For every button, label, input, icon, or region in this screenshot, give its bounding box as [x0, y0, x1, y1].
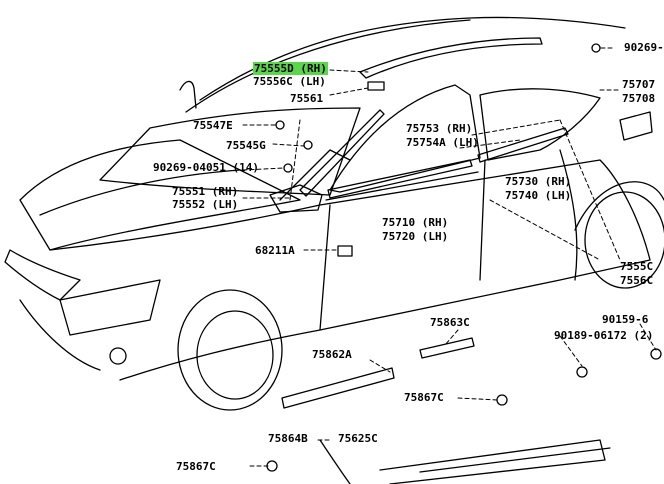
label-75730: 75730 (RH) — [505, 175, 572, 188]
label-90159: 90159-6 — [602, 313, 649, 326]
label-75864b: 75864B — [268, 432, 308, 445]
label-75552: 75552 (LH) — [172, 198, 239, 211]
part-75561 — [367, 81, 385, 91]
label-75551: 75551 (RH) — [172, 185, 239, 198]
label-75862a: 75862A — [312, 348, 352, 361]
clip-75547e — [275, 120, 285, 130]
label-75555d: 75555D (RH) — [253, 62, 328, 75]
part-75862a-strip — [281, 367, 395, 409]
pillar-garnish — [299, 109, 385, 197]
front-door-window — [329, 84, 481, 193]
clip-90269-top — [591, 43, 601, 53]
grille — [59, 279, 161, 336]
rear-wheel — [584, 191, 664, 289]
label-75625c: 75625C — [338, 432, 378, 445]
fuel-door — [619, 111, 653, 141]
part-75863c-strip — [419, 337, 475, 359]
label-75710: 75710 (RH) — [382, 216, 449, 229]
rear-door-window — [479, 88, 601, 161]
label-75867c-mid: 75867C — [404, 391, 444, 404]
label-75556c: 75556C (LH) — [253, 75, 326, 88]
label-75708: 75708 — [622, 92, 656, 105]
label-75863c: 75863C — [430, 316, 470, 329]
pillar-bar — [279, 149, 351, 201]
label-68211a: 68211A — [255, 244, 295, 257]
roof-outline — [199, 16, 626, 101]
fog-light — [109, 347, 127, 365]
clip-75545g — [303, 140, 313, 150]
belt-molding-rear — [477, 127, 569, 163]
part-75625c-strip — [319, 439, 351, 484]
door-molding-front — [325, 171, 479, 201]
label-7556c: 7556C — [620, 274, 654, 287]
rear-wheel-arch — [574, 181, 664, 231]
rocker-panel — [379, 439, 606, 484]
clip-90269-04051 — [283, 163, 293, 173]
part-68211a — [337, 245, 353, 257]
belt-molding-front — [327, 159, 473, 199]
label-90189: 90189-06172 (2) — [554, 329, 654, 342]
clip-75867c-mid — [496, 394, 508, 406]
label-75545g: 75545G — [226, 139, 266, 152]
label-75740: 75740 (LH) — [505, 189, 572, 202]
label-75720: 75720 (LH) — [382, 230, 449, 243]
label-75754a: 75754A (LH) — [406, 136, 479, 149]
label-90269-top: 90269- — [624, 41, 664, 54]
side-mirror — [269, 184, 323, 213]
clip-90189 — [576, 366, 588, 378]
front-wheel-arch — [177, 289, 283, 411]
clip-90159 — [650, 348, 662, 360]
hood-outline — [19, 139, 301, 251]
highlighted-part-number: 75555D (RH) — [253, 62, 328, 75]
roof-molding — [359, 37, 543, 79]
label-75547e: 75547E — [193, 119, 233, 132]
headlight — [4, 249, 81, 301]
label-75707: 75707 — [622, 78, 656, 91]
front-wheel — [196, 310, 274, 400]
label-90269-04051: 90269-04051 (14) — [153, 161, 259, 174]
label-7555c: 7555C — [620, 260, 654, 273]
label-75561: 75561 — [290, 92, 324, 105]
label-75867c-bot: 75867C — [176, 460, 216, 473]
label-75753: 75753 (RH) — [406, 122, 473, 135]
body-side — [49, 159, 651, 381]
